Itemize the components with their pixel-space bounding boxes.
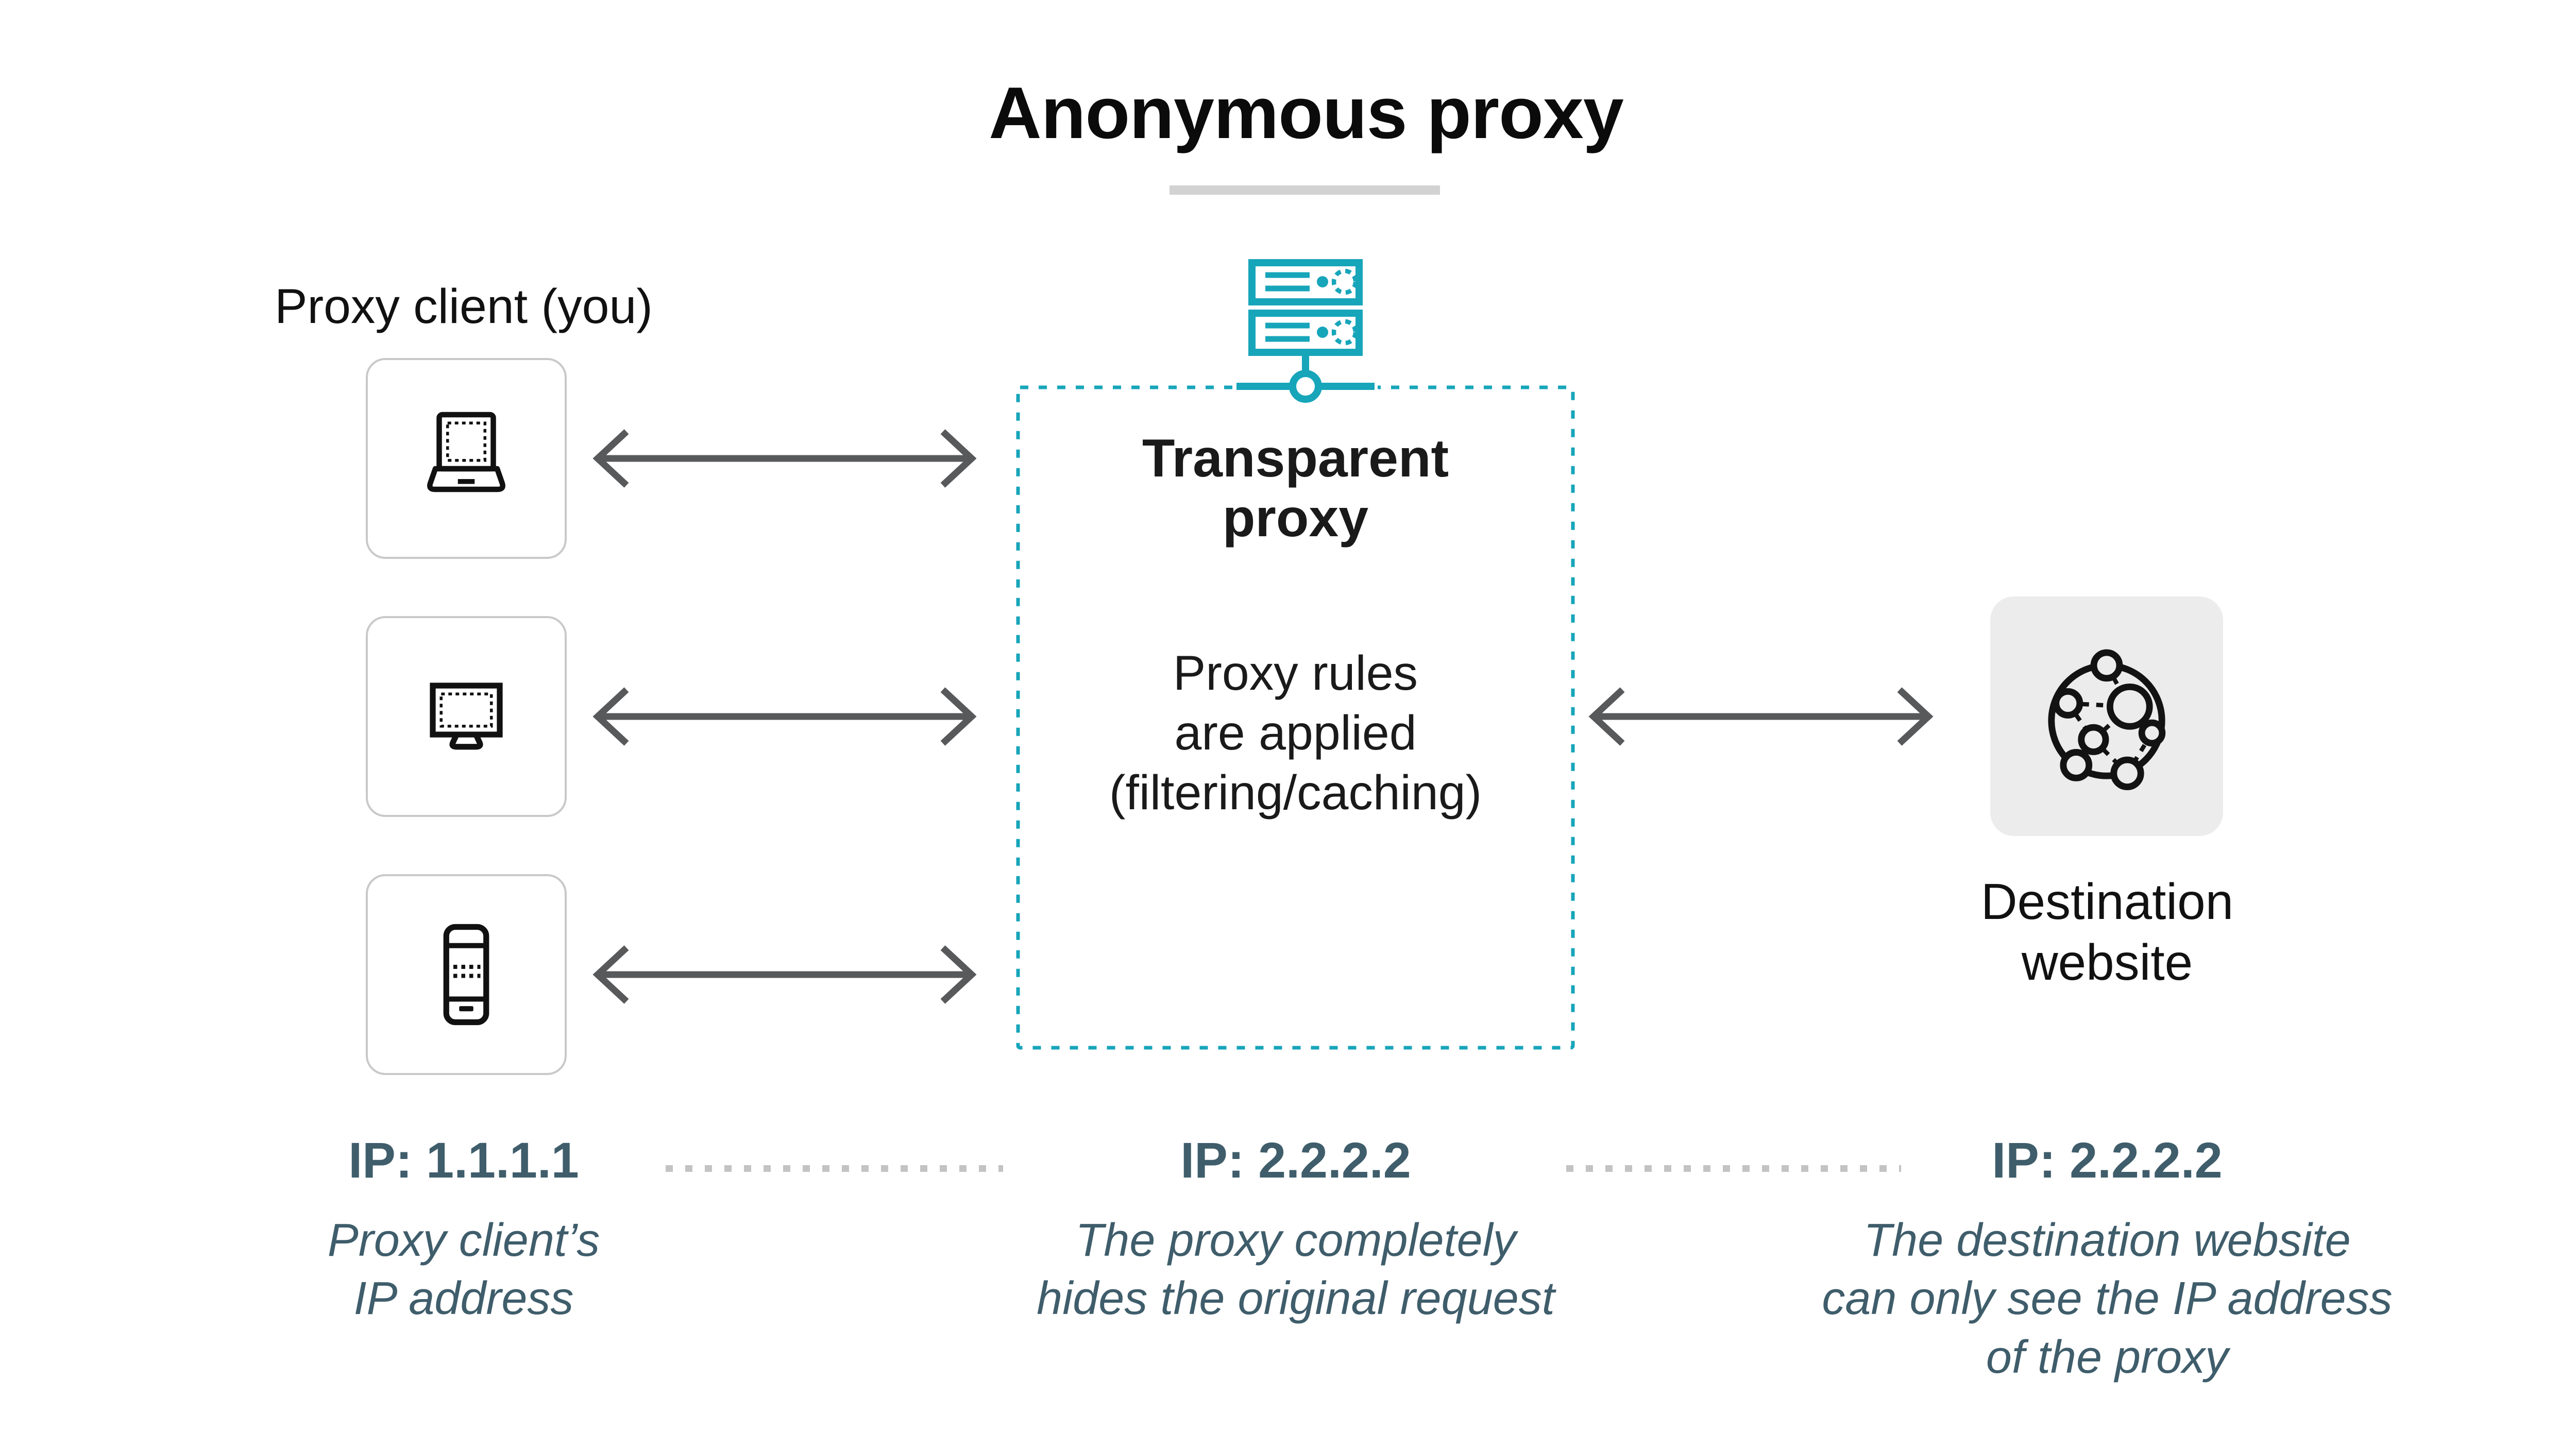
destination-website-box [1990, 596, 2223, 836]
destination-website-label: Destination website [1980, 873, 2234, 991]
dotted-separator-right [1566, 1165, 1901, 1172]
monitor-icon [430, 683, 503, 750]
laptop-icon [427, 412, 505, 492]
destination-ip-caption: The destination website can only see the… [1822, 1215, 2393, 1383]
proxy-ip-caption: The proxy completely hides the original … [1037, 1215, 1555, 1325]
client-device-monitor [366, 616, 567, 817]
arrow-laptop-proxy-icon [592, 429, 977, 488]
network-globe-icon [2048, 649, 2166, 790]
smartphone-icon [443, 924, 489, 1026]
proxy-server-icon [1233, 255, 1378, 415]
arrow-proxy-destination-icon [1588, 687, 1934, 746]
proxy-name: Transparent proxy [1142, 429, 1449, 549]
proxy-rules-text: Proxy rules are applied (filtering/cachi… [1109, 646, 1482, 820]
dotted-separator-left [666, 1165, 1003, 1172]
transparent-proxy-box [1016, 385, 1575, 1050]
arrow-smartphone-proxy-icon [592, 945, 977, 1004]
arrow-monitor-proxy-icon [592, 687, 977, 746]
proxy-ip-label: IP: 2.2.2.2 [1180, 1132, 1411, 1188]
client-ip-caption: Proxy client’s IP address [327, 1215, 600, 1325]
page-title: Anonymous proxy [989, 72, 1624, 154]
proxy-client-label: Proxy client (you) [275, 279, 653, 334]
client-device-laptop [366, 358, 567, 559]
title-underline [1170, 185, 1440, 195]
client-ip-label: IP: 1.1.1.1 [348, 1132, 579, 1188]
client-device-smartphone [366, 874, 567, 1075]
destination-ip-label: IP: 2.2.2.2 [1992, 1132, 2223, 1188]
